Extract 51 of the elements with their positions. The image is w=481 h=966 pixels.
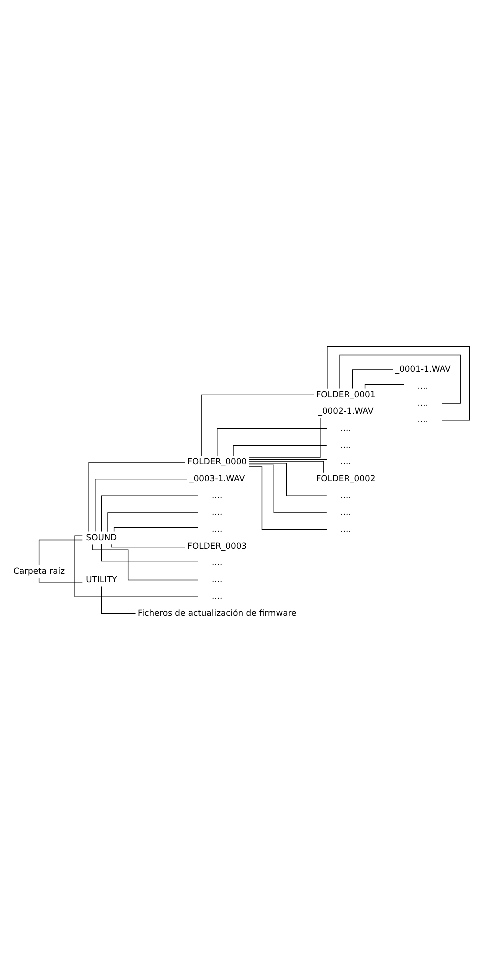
connector [202, 394, 314, 456]
connector [352, 369, 394, 389]
connector [249, 462, 328, 496]
node-text: _0001-1.WAV [395, 364, 451, 374]
node-text: .... [212, 506, 223, 517]
node-text: .... [418, 380, 428, 390]
node-text: .... [212, 574, 223, 584]
node-text: .... [340, 523, 352, 534]
node-text: .... [212, 557, 223, 568]
connector [74, 535, 199, 597]
connector [111, 544, 186, 548]
node-text: .... [212, 523, 223, 534]
connector [249, 460, 324, 473]
node-text: .... [340, 506, 352, 517]
node-text: .... [340, 490, 352, 500]
connector [38, 539, 83, 566]
node-text: SOUND [86, 532, 118, 542]
connector [114, 526, 199, 532]
connector [108, 512, 199, 532]
node-text: FOLDER_0003 [188, 540, 248, 550]
node-text: Ficheros de actualización de firmware [138, 608, 297, 618]
node-text: FOLDER_0002 [316, 472, 376, 483]
connector [327, 346, 470, 420]
connector [217, 428, 328, 456]
node-text: _0002-1.WAV [318, 406, 374, 416]
node-text: .... [212, 490, 223, 500]
connector [249, 418, 321, 458]
connector [88, 462, 186, 532]
node-text: FOLDER_0000 [188, 456, 248, 466]
connector [340, 354, 461, 404]
node-text: UTILITY [86, 574, 118, 584]
node-text: .... [418, 414, 428, 424]
node-text: .... [340, 439, 352, 450]
connector [101, 586, 136, 614]
connector [95, 478, 188, 532]
node-text: _0003-1.WAV [190, 472, 246, 483]
node-text: .... [340, 422, 352, 432]
connector [249, 458, 328, 460]
node-text: .... [340, 456, 352, 466]
connector [92, 544, 199, 580]
connector [101, 544, 199, 562]
connector [249, 466, 328, 530]
node-text: .... [418, 397, 428, 408]
node-text: Carpeta raíz [14, 566, 66, 576]
connector [233, 444, 328, 456]
connector [364, 384, 405, 389]
connector [249, 464, 328, 513]
node-text: .... [212, 590, 223, 601]
connector [38, 577, 83, 582]
node-text: FOLDER_0001 [316, 388, 376, 399]
connector [101, 495, 199, 532]
